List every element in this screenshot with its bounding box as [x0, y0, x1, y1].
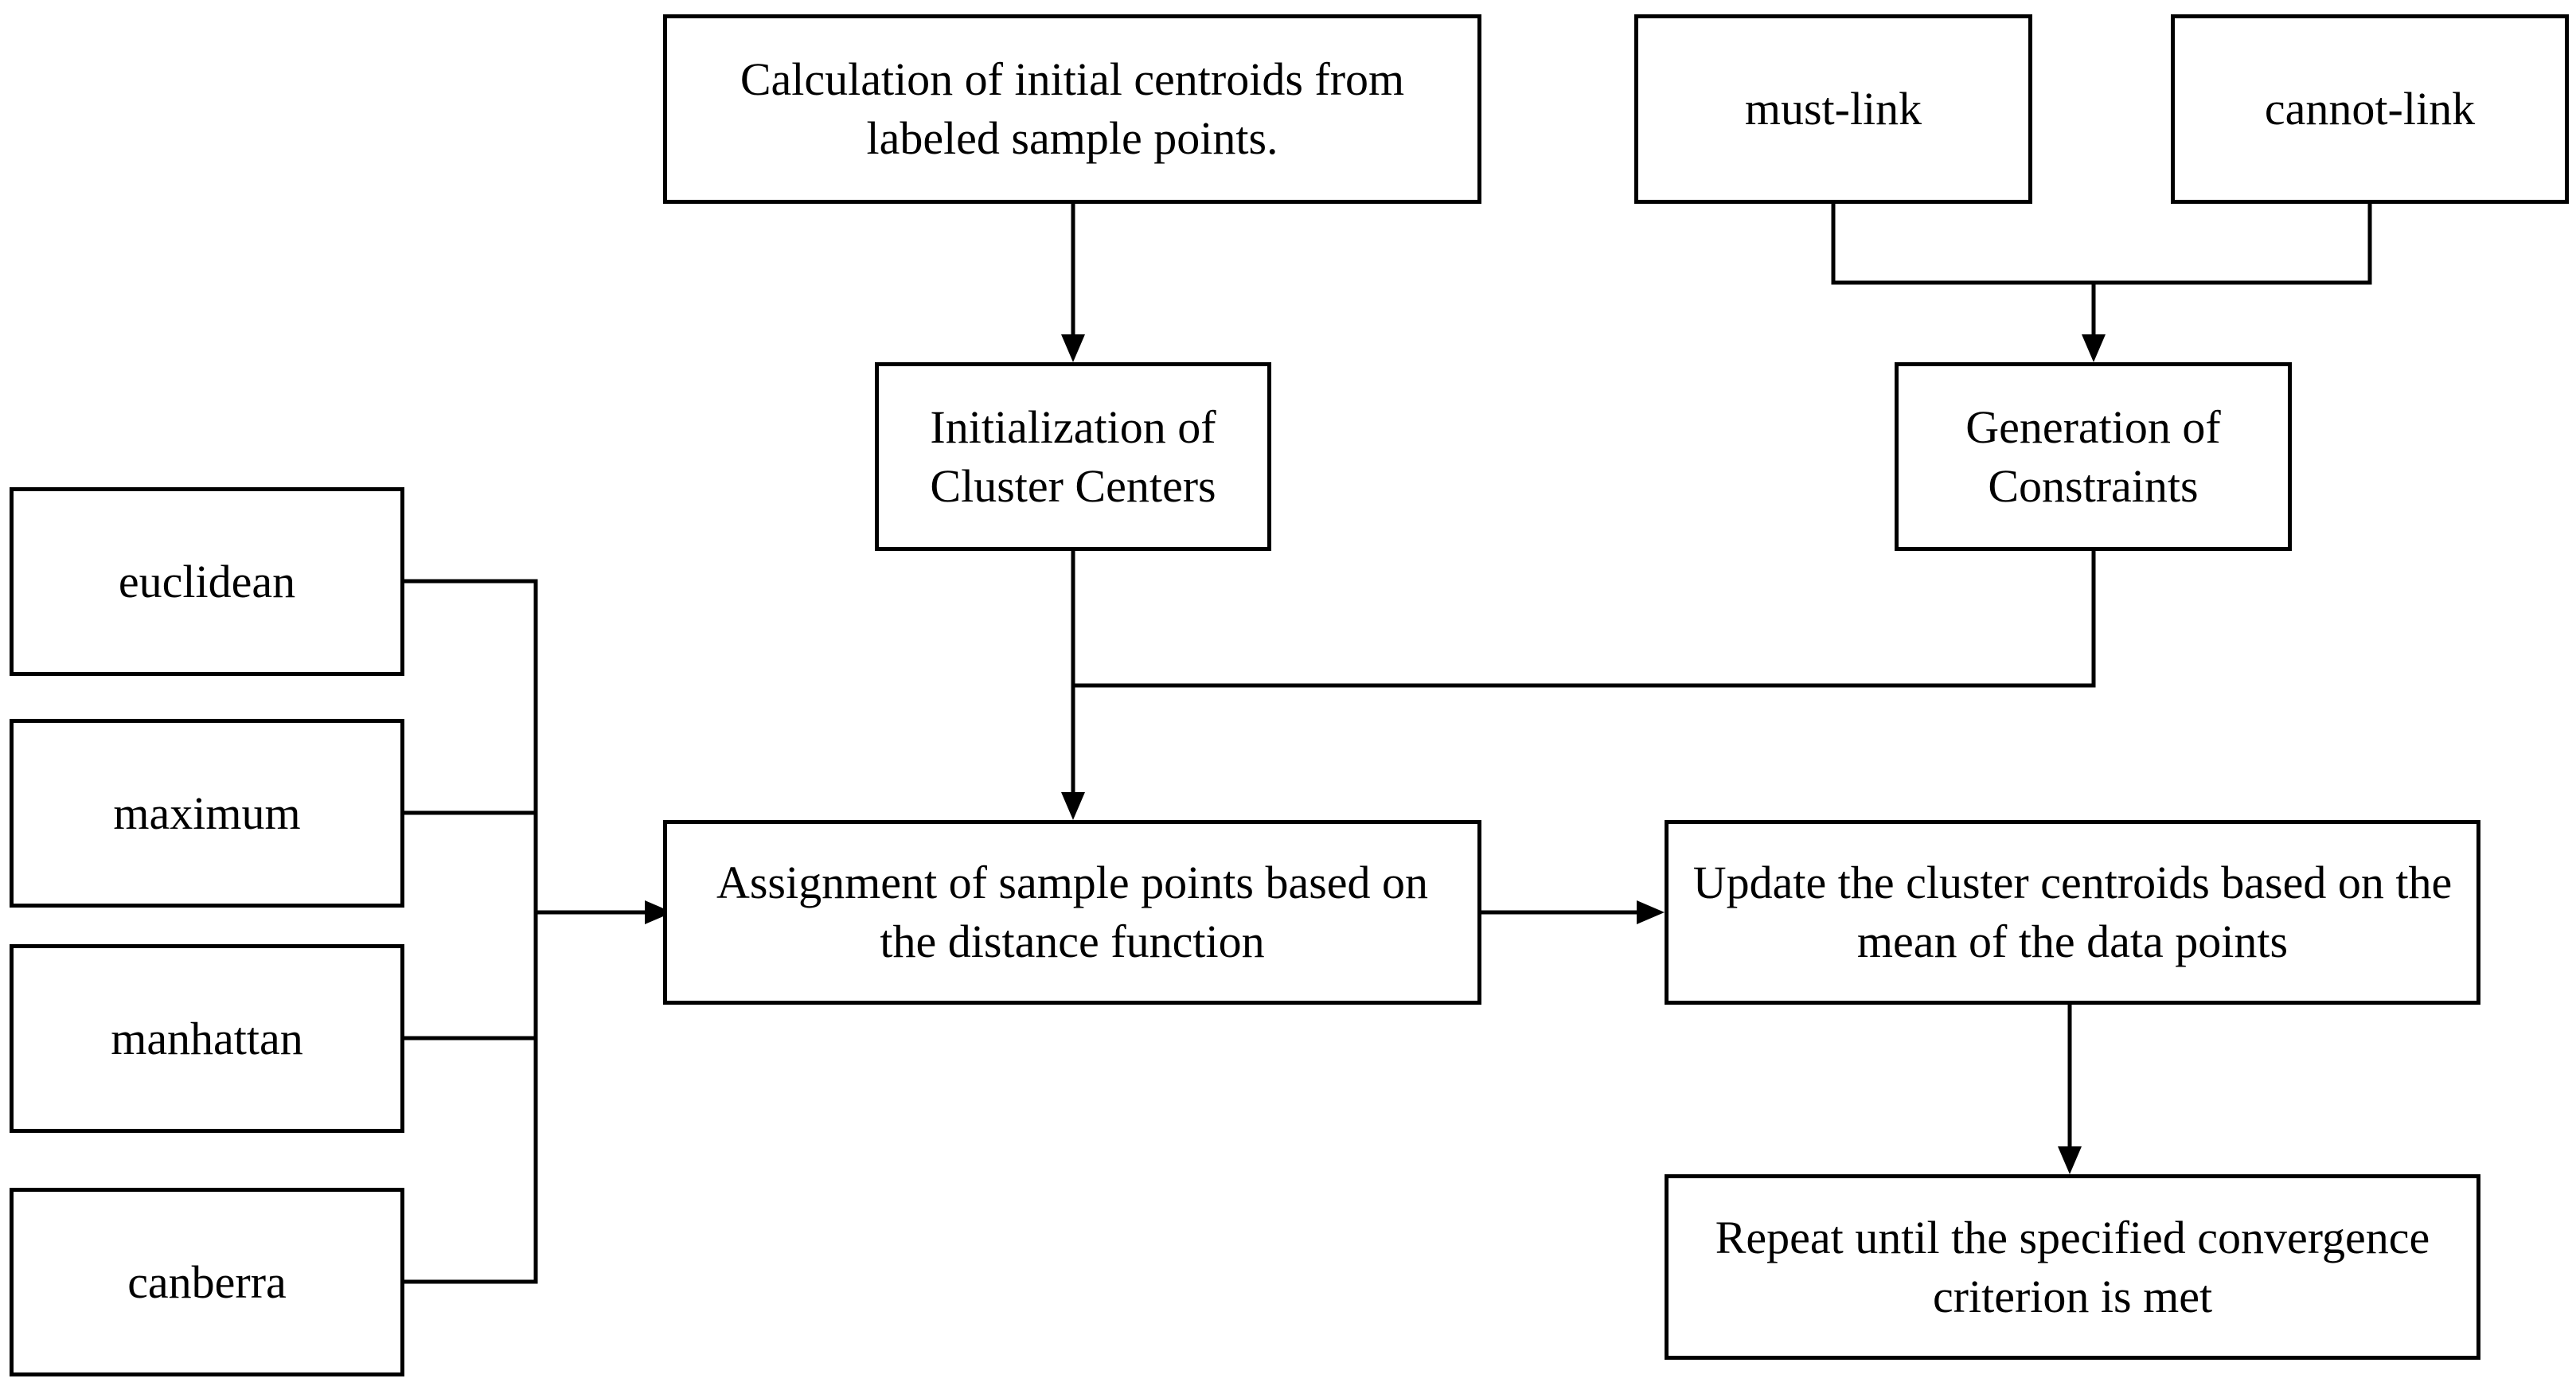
euclidean-label: euclidean	[118, 555, 296, 607]
maximum-label: maximum	[113, 787, 301, 839]
canberra-label: canberra	[127, 1255, 287, 1308]
init-cluster-centers-box: Initialization of Cluster Centers	[875, 362, 1271, 551]
generation-of-constraints-box: Generation of Constraints	[1895, 362, 2292, 551]
arrowhead-to-generation	[2082, 334, 2106, 362]
generation-of-constraints-label: Generation of Constraints	[1965, 400, 2221, 512]
cannot-link-label: cannot-link	[2264, 83, 2476, 135]
must-link-label: must-link	[1744, 83, 1922, 135]
assignment-box: Assignment of sample points based on the…	[663, 820, 1481, 1005]
arrowhead-to-update	[1637, 900, 1665, 924]
calc-initial-centroids-box: Calculation of initial centroids from la…	[663, 14, 1481, 204]
assignment-label: Assignment of sample points based on the…	[716, 857, 1429, 967]
manhattan-label: manhattan	[111, 1012, 303, 1064]
update-centroids-box: Update the cluster centroids based on th…	[1665, 820, 2480, 1005]
arrowhead-to-assignment-left	[645, 900, 673, 924]
must-link-box: must-link	[1634, 14, 2032, 204]
canberra-box: canberra	[10, 1188, 404, 1376]
manhattan-box: manhattan	[10, 944, 404, 1133]
arrowhead-to-repeat	[2058, 1146, 2082, 1174]
cannot-link-box: cannot-link	[2171, 14, 2569, 204]
arrowhead-to-assignment-top	[1061, 792, 1085, 820]
repeat-until-convergence-box: Repeat until the specified convergence c…	[1665, 1174, 2480, 1360]
init-cluster-centers-label: Initialization of Cluster Centers	[930, 400, 1216, 512]
arrowhead-to-init-centers	[1061, 334, 1085, 362]
euclidean-box: euclidean	[10, 487, 404, 676]
calc-initial-centroids-label: Calculation of initial centroids from la…	[740, 53, 1405, 164]
repeat-until-convergence-label: Repeat until the specified convergence c…	[1715, 1211, 2430, 1322]
update-centroids-label: Update the cluster centroids based on th…	[1692, 857, 2453, 967]
maximum-box: maximum	[10, 719, 404, 908]
